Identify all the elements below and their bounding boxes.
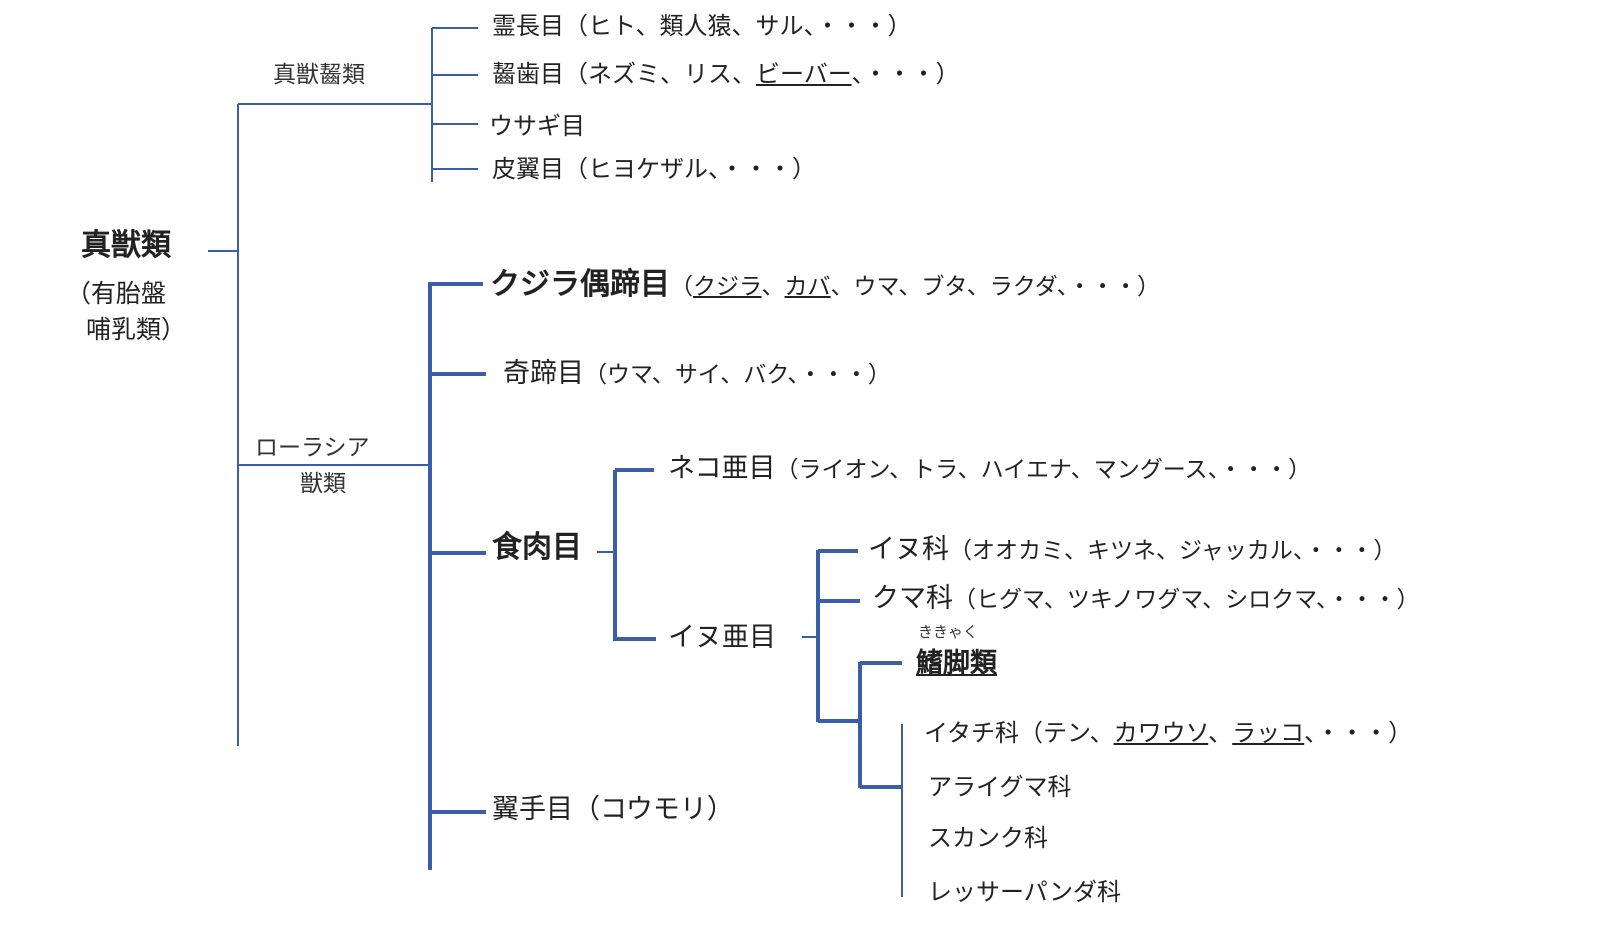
example-text-underlined: カワウソ (1113, 719, 1209, 747)
example-text: （ネズミ、リス、 (564, 60, 756, 88)
examples: （ライオン、トラ、ハイエナ、マングース、・・・） (775, 457, 1311, 483)
family-name: イヌ科 (868, 534, 949, 565)
group-euarchontoglires: 真獣齧類 (273, 62, 365, 88)
order-name: 奇蹄目 (503, 358, 584, 389)
group-laurasiatheria-1: ローラシア (255, 435, 370, 461)
suborder-caniformia: イヌ亜目 (668, 622, 776, 653)
order-perissodactyla: 奇蹄目（ウマ、サイ、バク、・・・） (503, 360, 891, 387)
family-canidae: イヌ科（オオカミ、キツネ、ジャッカル、・・・） (868, 536, 1396, 563)
examples: （オオカミ、キツネ、ジャッカル、・・・） (949, 538, 1396, 564)
order-primates: 霊長目（ヒト、類人猿、サル、・・・） (492, 14, 912, 38)
example-text: （ヒト、類人猿、サル、・・・） (564, 12, 912, 40)
order-lagomorpha: ウサギ目 (489, 114, 585, 138)
examples: （ネズミ、リス、ビーバー、・・・） (564, 60, 960, 88)
example-text: 、ウマ、ブタ、ラクダ、・・・） (830, 274, 1161, 300)
order-name: 霊長目 (492, 12, 564, 40)
example-text: 、・・・） (1304, 719, 1413, 747)
root-title: 真獣類 (81, 228, 171, 263)
example-text: 、 (1208, 719, 1233, 747)
examples: （コウモリ） (573, 794, 734, 825)
example-text-underlined: カバ (784, 274, 831, 300)
order-name: クジラ偶蹄目 (490, 267, 670, 302)
example-text: （オオカミ、キツネ、ジャッカル、・・・） (949, 538, 1397, 564)
examples: （ヒヨケザル、・・・） (564, 155, 816, 183)
family-ursidae: クマ科（ヒグマ、ツキノワグマ、シロクマ、・・・） (872, 585, 1419, 612)
examples: （ヒト、類人猿、サル、・・・） (564, 12, 912, 40)
order-rodentia: 齧歯目（ネズミ、リス、ビーバー、・・・） (492, 62, 960, 86)
order-dermoptera: 皮翼目（ヒヨケザル、・・・） (492, 157, 816, 181)
group-laurasiatheria-2: 獣類 (300, 471, 346, 497)
example-text: （ライオン、トラ、ハイエナ、マングース、・・・） (775, 457, 1312, 483)
family-ailuridae: レッサーパンダ科 (928, 878, 1121, 906)
family-name: クマ科 (872, 583, 953, 614)
family-procyonidae: アライグマ科 (928, 773, 1072, 801)
example-text: （コウモリ） (573, 794, 734, 825)
example-text-underlined: ビーバー (756, 60, 852, 88)
order-name: 翼手目 (492, 794, 573, 825)
example-text: （ヒヨケザル、・・・） (564, 155, 816, 183)
example-text: （ (670, 274, 693, 300)
example-text: （ウマ、サイ、バク、・・・） (584, 362, 891, 388)
example-text-underlined: ラッコ (1232, 719, 1305, 747)
order-name: ウサギ目 (489, 112, 585, 140)
order-cetartiodactyla: クジラ偶蹄目（クジラ、カバ、ウマ、ブタ、ラクダ、・・・） (490, 270, 1160, 300)
group-pinnipedia: 鰭脚類 (916, 648, 997, 679)
root-subtitle-2: 哺乳類） (86, 315, 187, 344)
root-subtitle-1: （有胎盤 (66, 279, 167, 308)
examples: （クジラ、カバ、ウマ、ブタ、ラクダ、・・・） (670, 274, 1160, 300)
order-carnivora: 食肉目 (492, 530, 582, 565)
order-chiroptera: 翼手目（コウモリ） (492, 796, 734, 823)
family-mephitidae: スカンク科 (928, 824, 1048, 852)
suborder-name: ネコ亜目 (668, 453, 776, 484)
example-text: （ヒグマ、ツキノワグマ、シロクマ、・・・） (953, 587, 1420, 613)
order-name: 齧歯目 (492, 60, 564, 88)
order-name: 皮翼目 (492, 155, 564, 183)
examples: （テン、カワウソ、ラッコ、・・・） (1019, 719, 1412, 747)
example-text: 、・・・） (851, 60, 960, 88)
example-text-underlined: クジラ (693, 274, 762, 300)
examples: （ヒグマ、ツキノワグマ、シロクマ、・・・） (953, 587, 1419, 613)
example-text: （テン、 (1019, 719, 1114, 747)
family-mustelidae: イタチ科（テン、カワウソ、ラッコ、・・・） (924, 721, 1412, 745)
suborder-feliformia: ネコ亜目（ライオン、トラ、ハイエナ、マングース、・・・） (668, 455, 1311, 482)
example-text: 、 (761, 274, 785, 300)
family-name: イタチ科 (924, 719, 1020, 747)
examples: （ウマ、サイ、バク、・・・） (584, 362, 891, 388)
pinnipedia-ruby: ききゃく (918, 623, 979, 641)
